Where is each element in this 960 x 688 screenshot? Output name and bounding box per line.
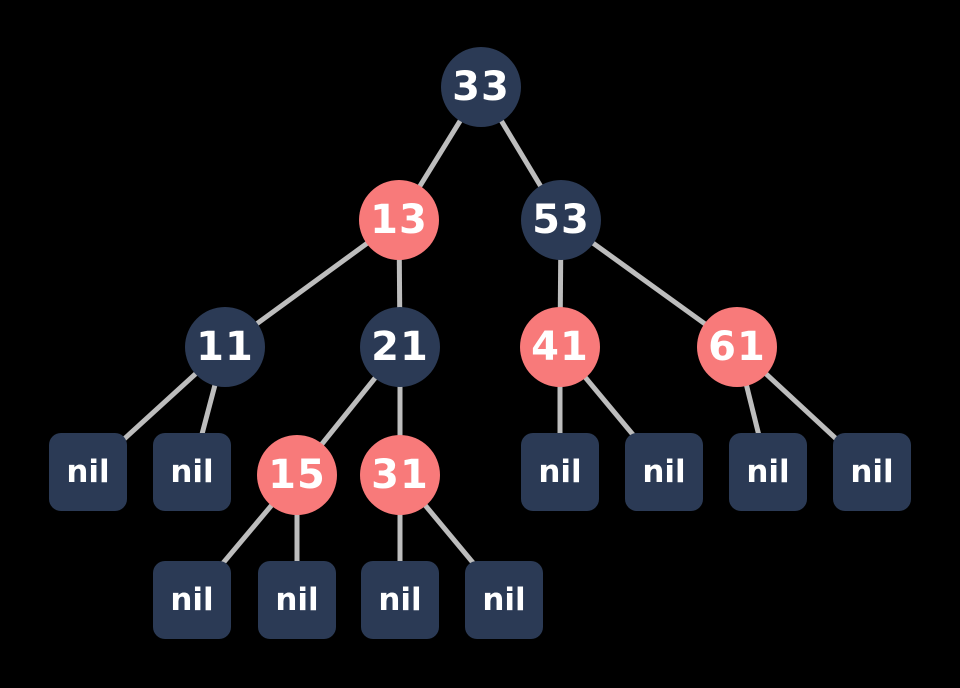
nil-leaf-nil-15-l: nil xyxy=(153,561,231,639)
nil-leaf-nil-61-l: nil xyxy=(729,433,807,511)
nil-leaf-nil-11-l: nil xyxy=(49,433,127,511)
nil-leaf-nil-31-r: nil xyxy=(465,561,543,639)
tree-node-53: 53 xyxy=(521,180,601,260)
tree-node-13: 13 xyxy=(359,180,439,260)
tree-node-15: 15 xyxy=(257,435,337,515)
nil-leaf-nil-41-r: nil xyxy=(625,433,703,511)
tree-node-61: 61 xyxy=(697,307,777,387)
tree-node-21: 21 xyxy=(360,307,440,387)
tree-node-31: 31 xyxy=(360,435,440,515)
tree-node-41: 41 xyxy=(520,307,600,387)
nil-leaf-nil-31-l: nil xyxy=(361,561,439,639)
nil-leaf-nil-11-r: nil xyxy=(153,433,231,511)
nil-leaf-nil-61-r: nil xyxy=(833,433,911,511)
nil-leaf-nil-41-l: nil xyxy=(521,433,599,511)
nil-leaf-nil-15-r: nil xyxy=(258,561,336,639)
tree-node-33: 33 xyxy=(441,47,521,127)
tree-node-11: 11 xyxy=(185,307,265,387)
